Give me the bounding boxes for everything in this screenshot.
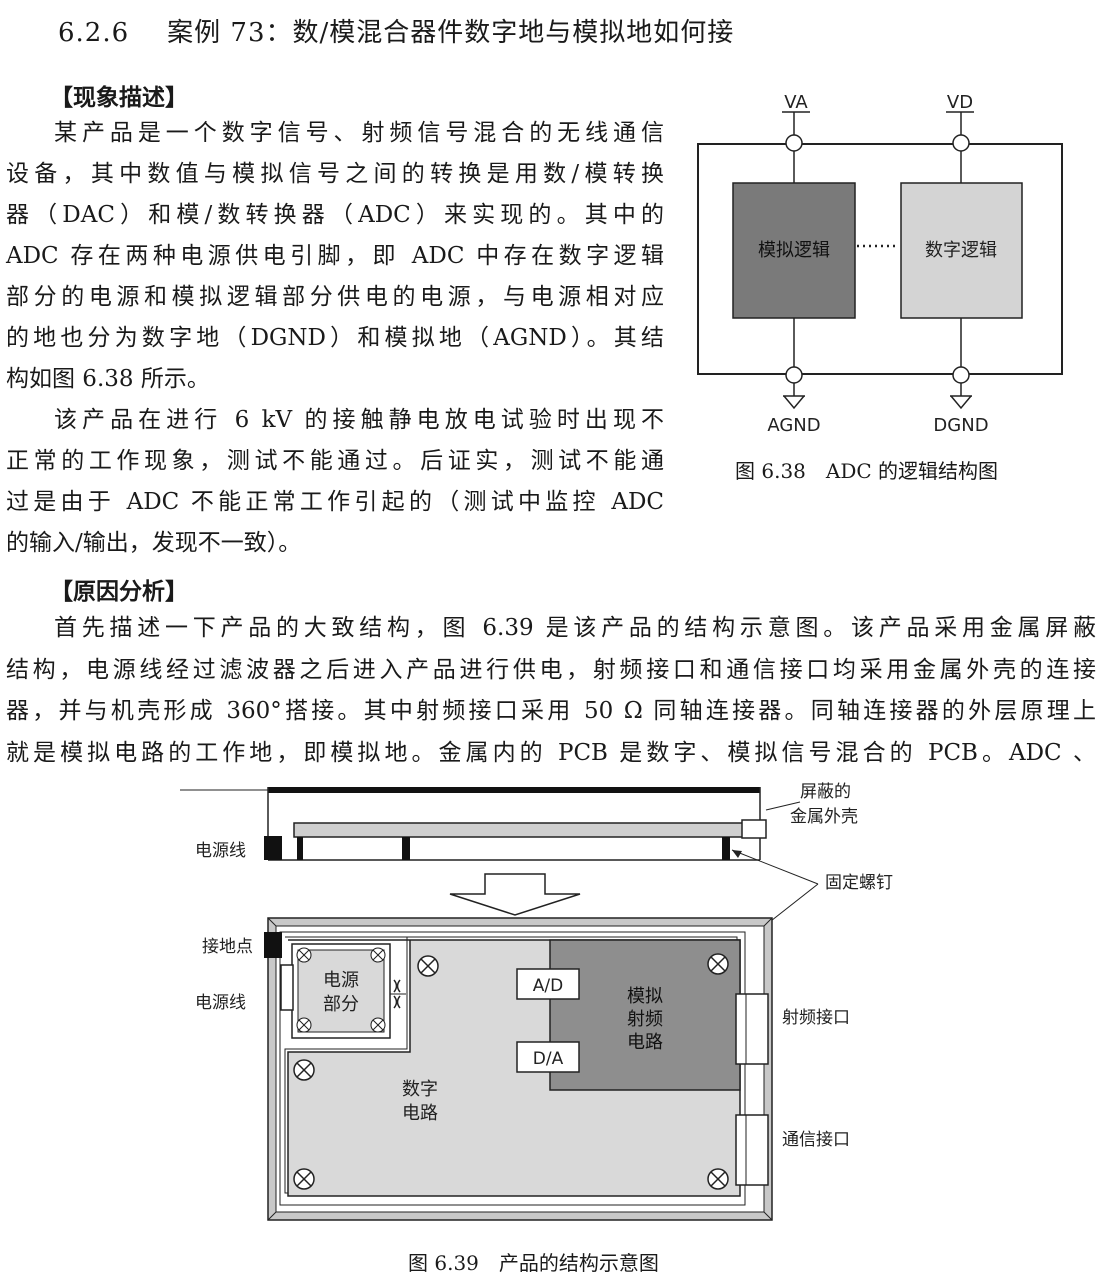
text-line: 的输入/输出，发现不一致）。 bbox=[6, 530, 302, 556]
text-line: 该产品在进行 6 kV 的接触静电放电试验时出现不 bbox=[54, 407, 664, 433]
power-inlet-block bbox=[280, 964, 294, 1011]
text-line: 的地也分为数字地（DGND）和模拟地（AGND）。其结 bbox=[6, 325, 664, 351]
ground-point-block bbox=[264, 932, 282, 958]
screw-icon bbox=[293, 1059, 315, 1081]
power-line-label-bottom: 电源线 bbox=[195, 993, 246, 1013]
agnd-label: AGND bbox=[767, 415, 820, 436]
text-line: 过是由于 ADC 不能正常工作引起的（测试中监控 ADC bbox=[6, 489, 664, 515]
comm-port-label: 通信接口 bbox=[782, 1130, 850, 1150]
screw-icon bbox=[707, 1168, 729, 1190]
section-title-text: 案例 73：数/模混合器件数字地与模拟地如何接 bbox=[167, 18, 735, 48]
vd-label: VD bbox=[947, 92, 973, 113]
da-converter bbox=[516, 1041, 580, 1073]
pcb-side-view bbox=[293, 822, 765, 838]
rf-port-label: 射频接口 bbox=[782, 1008, 850, 1028]
da-label: D/A bbox=[533, 1049, 564, 1069]
cause-paragraph: 首先描述一下产品的大致结构，图 6.39 是该产品的结构示意图。该产品采用金属屏… bbox=[6, 608, 1096, 774]
text-line: 器，并与机壳形成 360°搭接。其中射频接口采用 50 Ω 同轴连接器。同轴连接… bbox=[6, 698, 1096, 724]
filter-capacitor-icon bbox=[390, 979, 406, 1009]
agnd-pin bbox=[785, 366, 803, 384]
screw-icon bbox=[293, 1168, 315, 1190]
ad-label: A/D bbox=[533, 976, 563, 996]
text-line: 设备，其中数值与模拟信号之间的转换是用数/模转换 bbox=[6, 161, 664, 187]
connector-side-view bbox=[741, 819, 767, 839]
digital-logic-block bbox=[900, 182, 1023, 319]
power-connector-side bbox=[264, 836, 282, 860]
text-line: 器（DAC）和模/数转换器（ADC）来实现的。其中的 bbox=[6, 202, 664, 228]
va-pin bbox=[785, 134, 803, 152]
heading-cause: 【原因分析】 bbox=[50, 579, 188, 605]
phenomenon-paragraph-2: 该产品在进行 6 kV 的接触静电放电试验时出现不 正常的工作现象，测试不能通过… bbox=[6, 400, 664, 564]
phenomenon-paragraph-1: 某产品是一个数字信号、射频信号混合的无线通信 设备，其中数值与模拟信号之间的转换… bbox=[6, 113, 664, 400]
power-section-label-1: 电源 bbox=[323, 970, 359, 991]
text-line: 正常的工作现象，测试不能通过。后证实，测试不能通 bbox=[6, 448, 664, 474]
text-line: 某产品是一个数字信号、射频信号混合的无线通信 bbox=[54, 120, 664, 146]
dgnd-pin bbox=[952, 366, 970, 384]
text-line: 首先描述一下产品的大致结构，图 6.39 是该产品的结构示意图。该产品采用金属屏… bbox=[54, 615, 1096, 641]
figure-adc-logic-structure: VA VD 模拟逻辑 数字逻辑 AGND DGND bbox=[697, 92, 1063, 436]
text-line: 部分的电源和模拟逻辑部分供电的电源，与电源相对应 bbox=[6, 284, 664, 310]
text-line: 构如图 6.38 所示。 bbox=[6, 366, 210, 392]
adc-package-outline bbox=[697, 143, 1063, 375]
shield-top-plate bbox=[268, 787, 760, 793]
screw-icon bbox=[707, 953, 729, 975]
rf-circuit-label-1: 模拟 bbox=[627, 986, 663, 1007]
heading-phenomenon: 【现象描述】 bbox=[50, 85, 188, 111]
screw-label: 固定螺钉 bbox=[825, 873, 893, 893]
text-line: 结构，电源线经过滤波器之后进入产品进行供电，射频接口和通信接口均采用金属外壳的连… bbox=[6, 656, 1096, 683]
section-title: 6.2.6 案例 73：数/模混合器件数字地与模拟地如何接 bbox=[58, 12, 734, 49]
down-arrow-icon bbox=[449, 873, 581, 916]
analog-logic-block bbox=[732, 182, 856, 319]
figure-638-caption: 图 6.38 ADC 的逻辑结构图 bbox=[735, 459, 999, 483]
screw-icon bbox=[417, 955, 439, 977]
ground-point-label: 接地点 bbox=[202, 937, 253, 957]
rf-circuit-label-3: 电路 bbox=[627, 1032, 663, 1053]
power-section-label-2: 部分 bbox=[323, 994, 359, 1015]
figure-639-caption: 图 6.39 产品的结构示意图 bbox=[408, 1251, 659, 1275]
text-line: 就是模拟电路的工作地，即模拟地。金属内的 PCB 是数字、模拟信号混合的 PCB… bbox=[6, 739, 1096, 766]
text-line: ADC 存在两种电源供电引脚，即 ADC 中存在数字逻辑 bbox=[6, 243, 664, 269]
rf-circuit-label-2: 射频 bbox=[627, 1009, 663, 1030]
rf-port bbox=[735, 993, 769, 1065]
digital-circuit-label-1: 数字 bbox=[402, 1079, 438, 1100]
comm-port bbox=[735, 1114, 769, 1186]
va-label: VA bbox=[784, 92, 808, 113]
digital-logic-label: 数字逻辑 bbox=[925, 240, 997, 261]
analog-logic-label: 模拟逻辑 bbox=[758, 240, 830, 261]
digital-circuit-label-2: 电路 bbox=[402, 1103, 438, 1124]
shield-label-line1: 屏蔽的 bbox=[800, 782, 851, 802]
section-number: 6.2.6 bbox=[58, 18, 130, 48]
shield-label-line2: 金属外壳 bbox=[790, 807, 858, 827]
figure-product-structure: 电源线 屏蔽的 金属外壳 固定螺钉 模拟 射频 电路 A/D D/A 数字 电路… bbox=[180, 782, 893, 1221]
power-line-label-top: 电源线 bbox=[195, 841, 246, 861]
vd-pin bbox=[952, 134, 970, 152]
ad-converter bbox=[516, 968, 580, 1000]
dgnd-label: DGND bbox=[933, 415, 988, 436]
